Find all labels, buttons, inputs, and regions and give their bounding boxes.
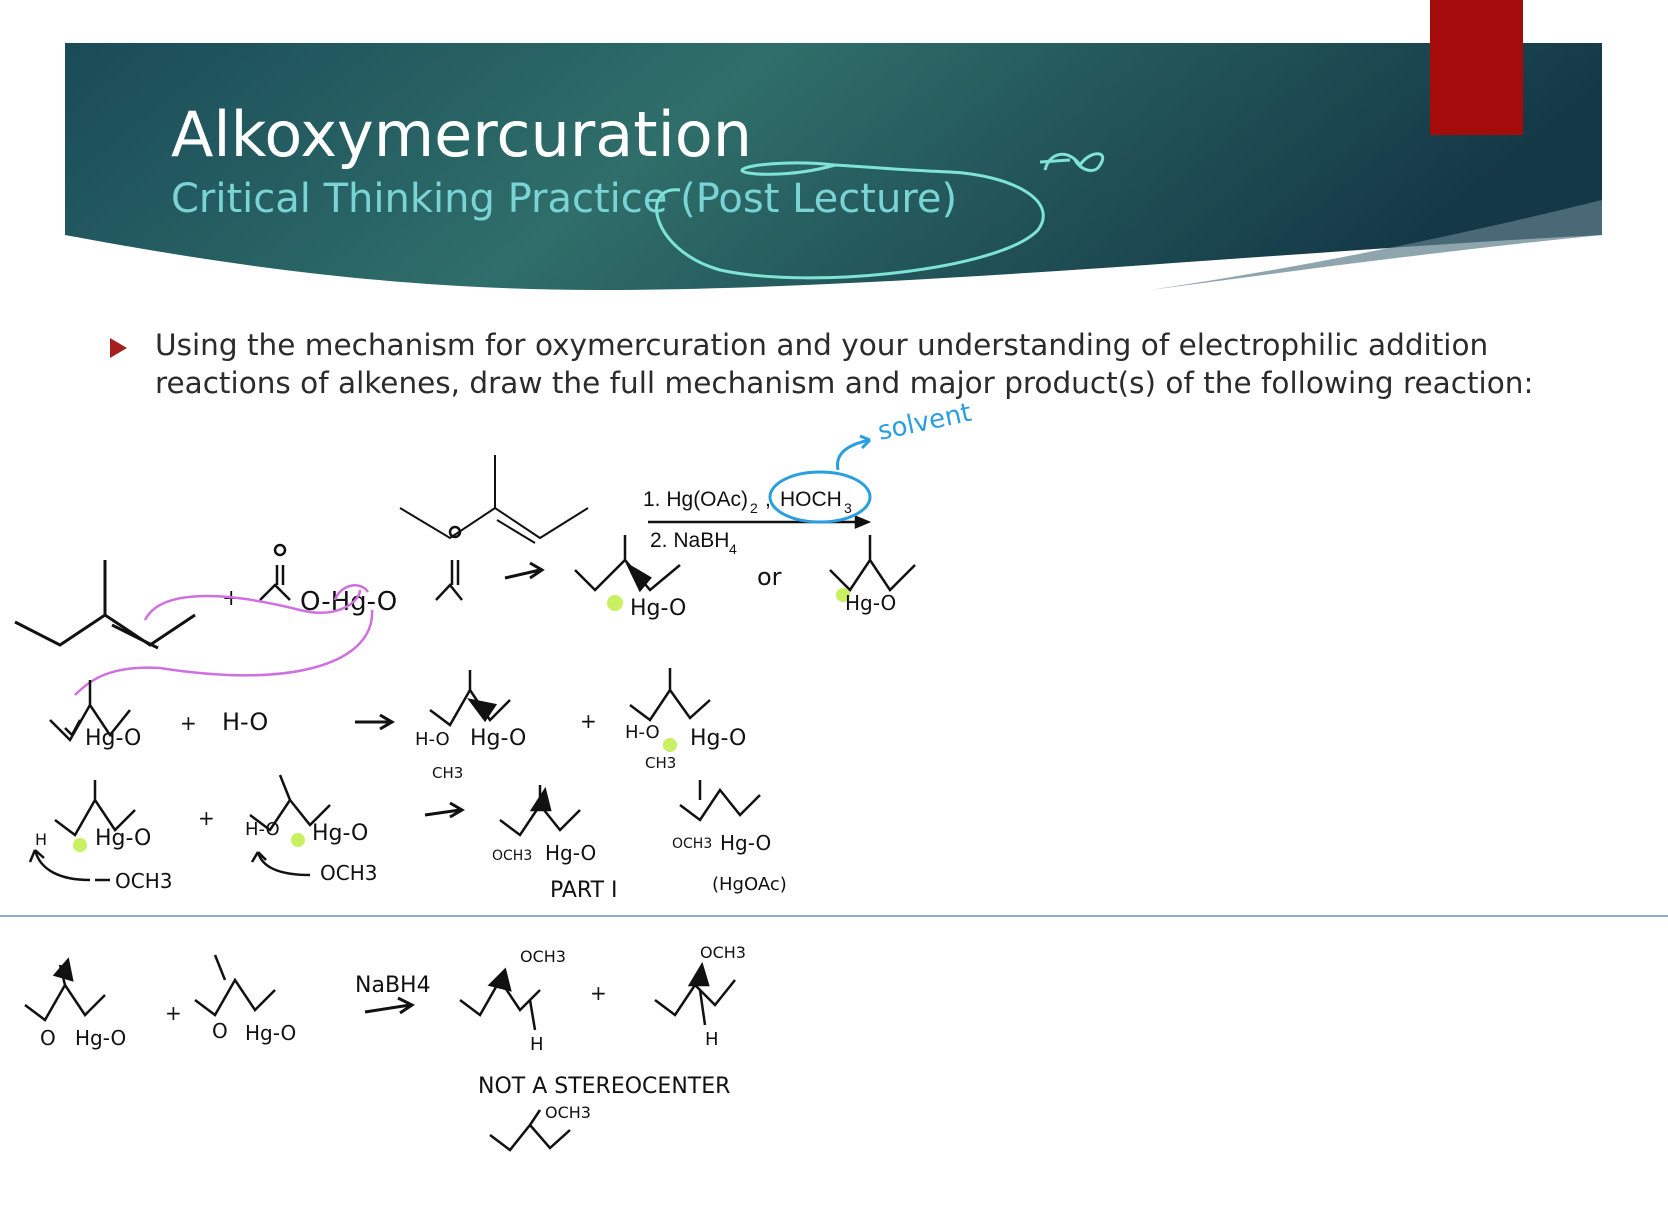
bullet-arrow-icon — [110, 338, 127, 358]
row3-product-b — [679, 780, 761, 822]
row2-h-o: H-O — [222, 708, 268, 736]
row3-arrow — [424, 801, 465, 819]
slide-title: Alkoxymercuration — [171, 98, 753, 171]
step1-sub: 2 — [750, 500, 758, 516]
row3-h-o-b: H-O — [245, 819, 280, 840]
solvent-label: solvent — [875, 398, 974, 447]
bottom-plus2: + — [590, 981, 607, 1005]
bullet-text: Using the mechanism for oxymercuration a… — [155, 328, 1534, 400]
row2-oxonium-b — [629, 668, 711, 722]
row3-och3-c: OCH3 — [492, 848, 532, 864]
bottom-h-a: H — [530, 1034, 544, 1055]
row1-acetate-right — [435, 525, 463, 601]
positive-charge-marker — [663, 738, 677, 752]
step2-sub: 4 — [729, 541, 737, 557]
row1-reactant-alkene — [14, 560, 196, 650]
row2-mercurinium — [49, 680, 131, 743]
row1-hg-o-a: Hg-O — [630, 596, 686, 621]
not-stereocenter-label: NOT A STEREOCENTER — [478, 1074, 730, 1099]
bottom-och3-a: OCH3 — [520, 947, 566, 966]
bottom-species-a — [24, 957, 106, 1022]
bottom-h-b: H — [705, 1029, 719, 1050]
row1-hg-o-b: Hg-O — [845, 591, 896, 615]
magenta-arrows — [74, 584, 374, 696]
divider-line — [0, 915, 1668, 917]
row3-product-a — [499, 785, 581, 837]
row2-ch3-a: CH3 — [432, 764, 463, 782]
row3-species-a — [28, 780, 136, 882]
bottom-plus: + — [165, 1001, 182, 1025]
row2-hg-o-a: Hg-O — [470, 726, 526, 751]
hgoac-label: (HgOAc) — [712, 874, 787, 895]
solvent-annotation — [768, 434, 872, 524]
bottom-final-product — [489, 1109, 571, 1152]
step1-prefix: 1. Hg(OAc) — [643, 488, 748, 511]
row1-mercurinium-a — [574, 535, 681, 593]
row3-och3-a: OCH3 — [115, 869, 172, 893]
bottom-product-b — [654, 961, 736, 1026]
row3-hg-o-b: Hg-O — [312, 821, 368, 846]
bottom-arrow — [364, 996, 415, 1015]
row2-arrow — [355, 713, 395, 731]
part-label: PART I — [550, 878, 618, 903]
positive-charge-marker — [607, 595, 623, 611]
positive-charge-marker — [836, 588, 850, 602]
slide-subtitle: Critical Thinking Practice (Post Lecture… — [171, 176, 958, 222]
row3-och3-d: OCH3 — [672, 836, 712, 852]
row3-och3-b: OCH3 — [320, 861, 377, 885]
row2-hg-o-b: Hg-O — [690, 726, 746, 751]
step1-comma: , — [765, 488, 771, 511]
row2-h-o-b: H-O — [625, 722, 660, 743]
row2-plus: + — [180, 711, 197, 735]
step1-reagent-sub: 3 — [844, 500, 852, 516]
row1-arrow1 — [504, 561, 545, 580]
starting-alkene — [399, 455, 589, 544]
positive-charge-marker — [73, 838, 87, 852]
row1-hgoac2 — [259, 543, 291, 601]
row2-plus2: + — [580, 709, 597, 733]
bottom-och3-b: OCH3 — [700, 943, 746, 962]
row2-oxonium-a — [429, 670, 511, 727]
bottom-o-a: O — [40, 1026, 56, 1050]
row3-hg-o-a: Hg-O — [95, 826, 151, 851]
positive-charge-marker — [291, 833, 305, 847]
row3-plus: + — [198, 806, 215, 830]
step2: 2. NaBH — [650, 529, 729, 552]
row2-h-o-a: H-O — [415, 729, 450, 750]
row3-hg-o-c: Hg-O — [545, 841, 596, 865]
row2-ch3-b: CH3 — [645, 754, 676, 772]
bottom-product-a — [459, 967, 541, 1031]
bottom-hg-o-a: Hg-O — [75, 1026, 126, 1050]
accent-tab — [1430, 0, 1523, 135]
bottom-species-b — [194, 954, 276, 1017]
row3-species-b — [249, 774, 331, 877]
row3-hg-o-d: Hg-O — [720, 831, 771, 855]
bottom-hg-o-b: Hg-O — [245, 1021, 296, 1045]
bottom-och3-c: OCH3 — [545, 1103, 591, 1122]
bottom-nabh4: NaBH4 — [355, 973, 431, 998]
row2-hg-o: Hg-O — [85, 726, 141, 751]
row1-or: or — [757, 563, 782, 591]
row3-h-a: H — [35, 830, 47, 849]
bottom-o-b: O — [212, 1019, 228, 1043]
teal-highlight-circle — [655, 152, 1104, 280]
step1-reagent: HOCH — [780, 488, 842, 511]
row1-mercurinium-b — [829, 535, 916, 592]
